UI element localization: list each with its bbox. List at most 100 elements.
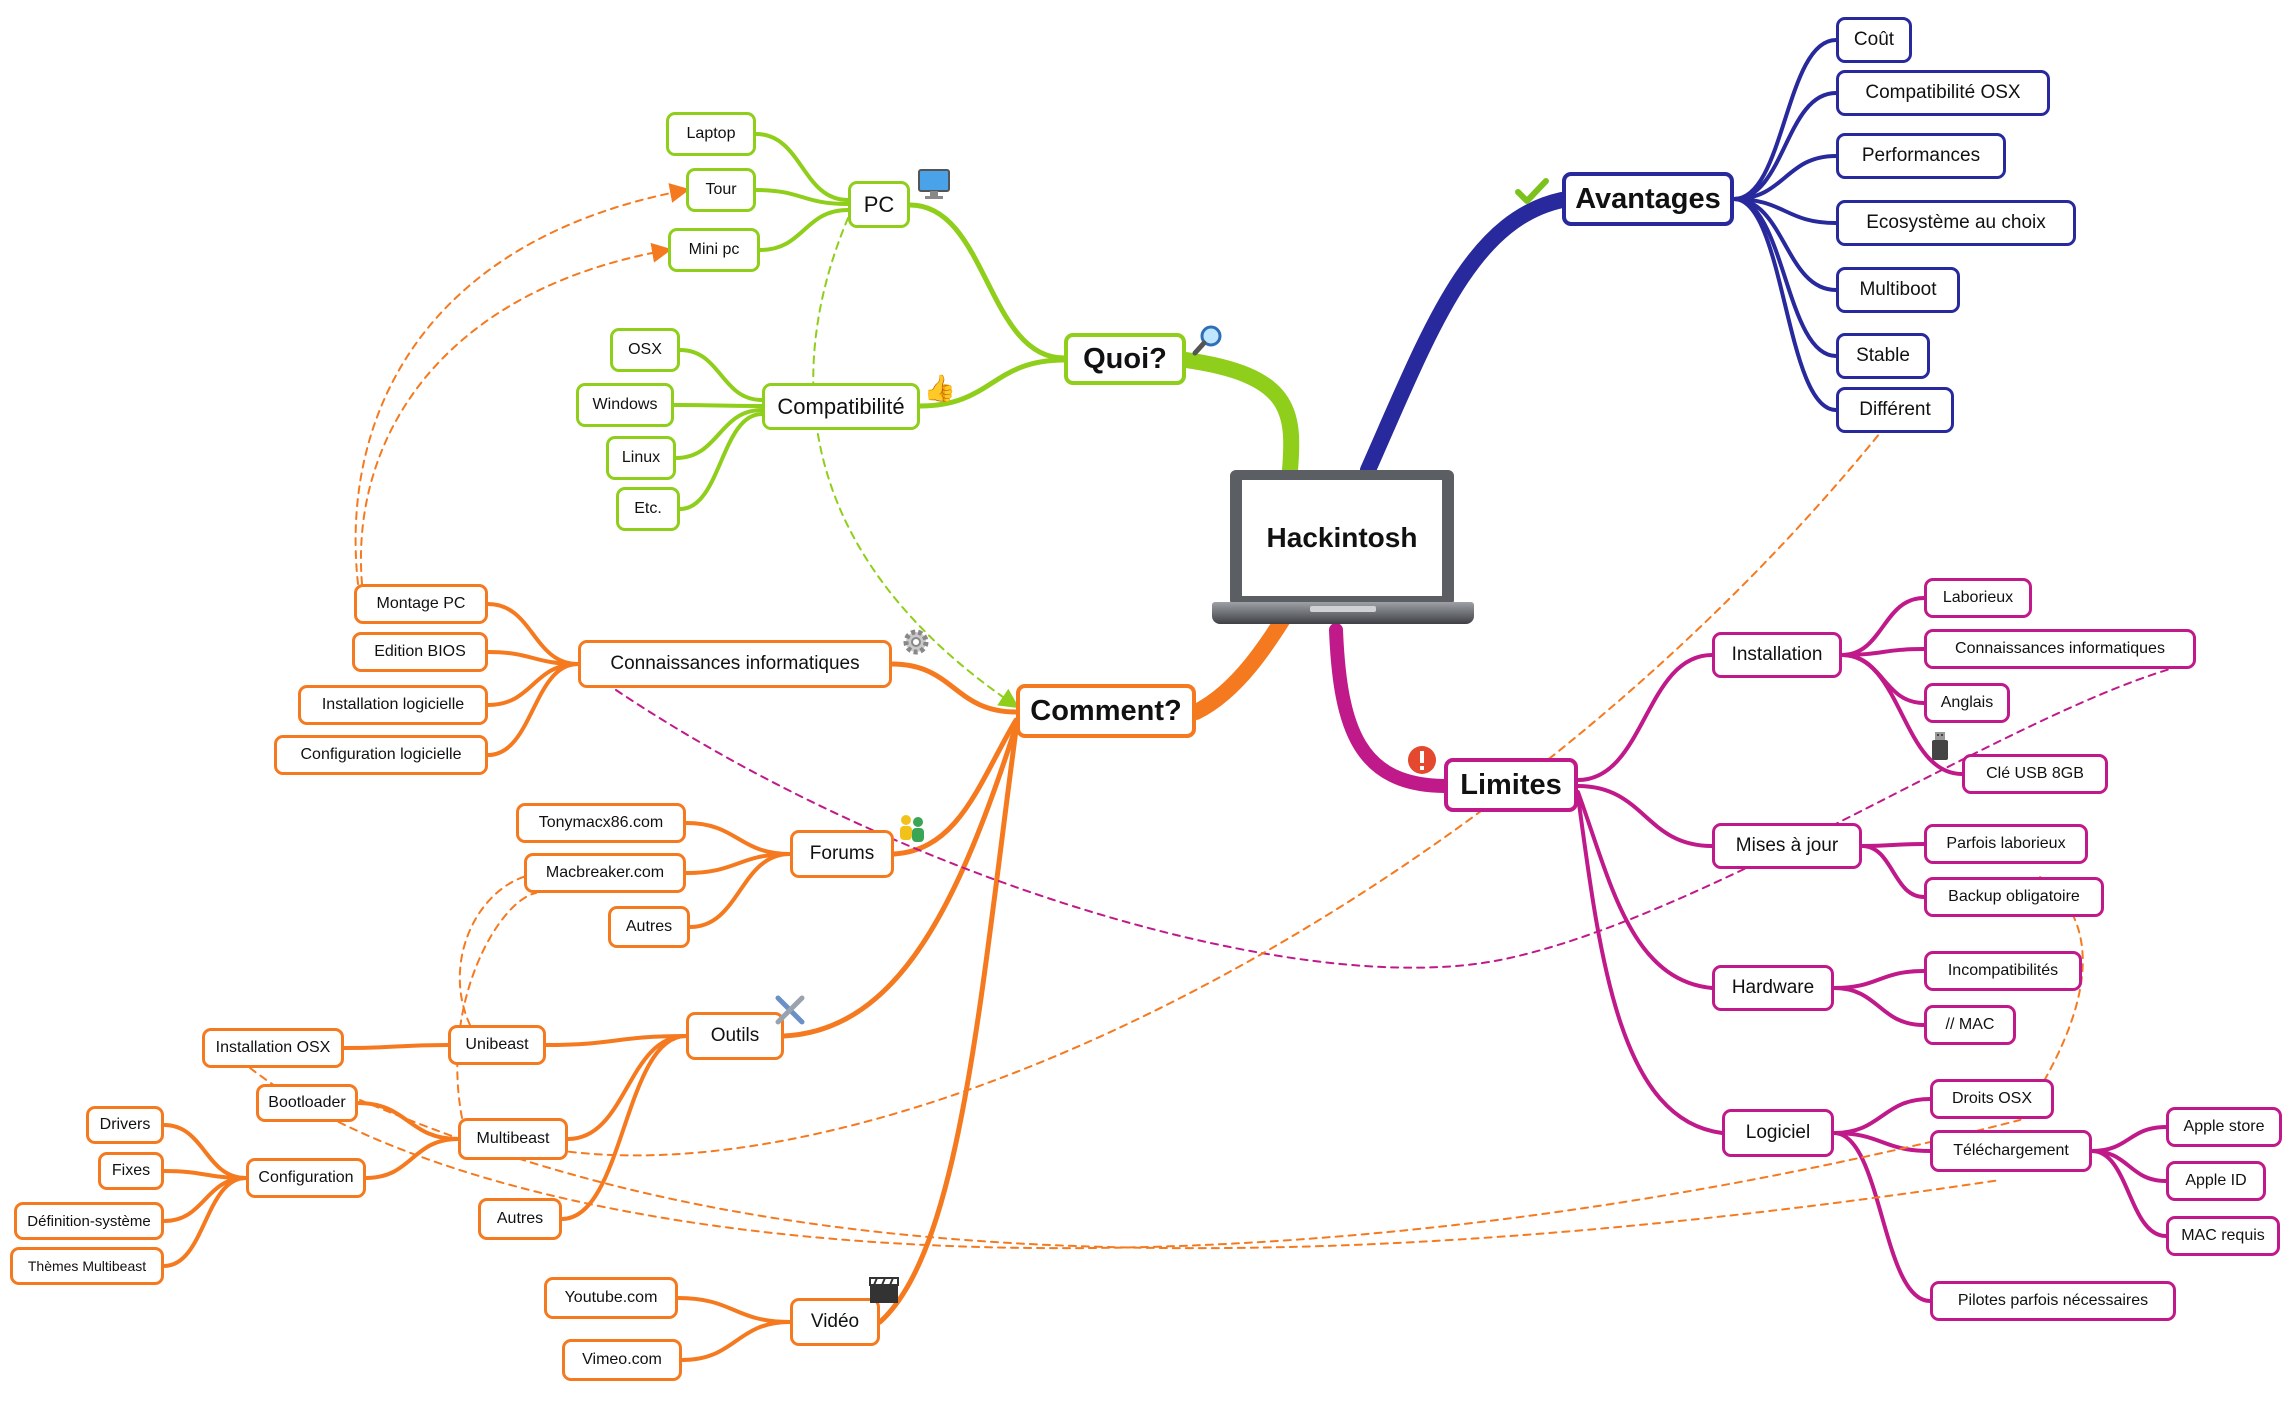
topic-laptop[interactable]: Laptop	[666, 112, 756, 156]
topic-pc[interactable]: PC	[848, 181, 910, 228]
link-compat-etc	[678, 412, 764, 511]
topic-compatibilite[interactable]: Compatibilité	[762, 383, 920, 430]
usb-key-icon	[1922, 728, 1958, 764]
topic-apple-store[interactable]: Apple store	[2166, 1107, 2282, 1147]
topic-cle-usb[interactable]: Clé USB 8GB	[1962, 754, 2108, 794]
topic-mac-comparison[interactable]: // MAC	[1924, 1005, 2016, 1045]
link-forums-tony	[684, 821, 792, 856]
topic-incompatibilites[interactable]: Incompatibilités	[1924, 951, 2082, 991]
link-tel-requis	[2090, 1149, 2168, 1238]
topic-multiboot[interactable]: Multiboot	[1836, 267, 1960, 313]
topic-installation-logicielle[interactable]: Installation logicielle	[298, 685, 488, 725]
topic-different[interactable]: Différent	[1836, 387, 1954, 433]
topic-tour[interactable]: Tour	[686, 168, 756, 212]
topic-hardware[interactable]: Hardware	[1712, 965, 1834, 1011]
topic-comment[interactable]: Comment?	[1016, 684, 1196, 738]
topic-video[interactable]: Vidéo	[790, 1298, 880, 1346]
link-multi-bootloader	[356, 1101, 460, 1141]
topic-cout[interactable]: Coût	[1836, 17, 1912, 63]
topic-themes-multibeast[interactable]: Thèmes Multibeast	[10, 1247, 164, 1285]
topic-limites[interactable]: Limites	[1444, 758, 1578, 812]
topic-youtube[interactable]: Youtube.com	[544, 1277, 678, 1319]
link-comment-outils	[781, 723, 1019, 1039]
topic-logiciel[interactable]: Logiciel	[1722, 1109, 1834, 1157]
topic-fixes[interactable]: Fixes	[98, 1152, 164, 1190]
topic-windows[interactable]: Windows	[576, 383, 674, 427]
monitor-icon	[916, 166, 952, 202]
topic-multibeast[interactable]: Multibeast	[458, 1118, 568, 1160]
gear-icon	[898, 624, 934, 660]
topic-pilotes[interactable]: Pilotes parfois nécessaires	[1930, 1281, 2176, 1321]
link-conn-config	[486, 662, 580, 757]
topic-outils-autres[interactable]: Autres	[478, 1198, 562, 1240]
link-forums-autres	[688, 852, 792, 929]
topic-telechargement[interactable]: Téléchargement	[1930, 1130, 2092, 1172]
topic-bootloader[interactable]: Bootloader	[256, 1084, 358, 1122]
topic-stable[interactable]: Stable	[1836, 333, 1930, 379]
link-log-telech	[1832, 1131, 1932, 1153]
clapperboard-icon	[866, 1272, 902, 1308]
link-multi-config	[364, 1137, 460, 1180]
topic-avantages[interactable]: Avantages	[1562, 172, 1734, 226]
topic-configuration-logicielle[interactable]: Configuration logicielle	[274, 735, 488, 775]
topic-drivers[interactable]: Drivers	[86, 1106, 164, 1144]
topic-macbreaker[interactable]: Macbreaker.com	[524, 853, 686, 893]
link-compat-linux	[674, 408, 764, 460]
topic-ecosysteme[interactable]: Ecosystème au choix	[1836, 200, 2076, 246]
link-inst-laborieux	[1840, 596, 1926, 657]
topic-tonymacx86[interactable]: Tonymacx86.com	[516, 803, 686, 843]
topic-parfois-laborieux[interactable]: Parfois laborieux	[1924, 824, 2088, 864]
link-av-compat	[1732, 91, 1838, 201]
topic-mises-a-jour[interactable]: Mises à jour	[1712, 823, 1862, 869]
topic-performances[interactable]: Performances	[1836, 133, 2006, 179]
link-outils-unibeast	[544, 1034, 688, 1047]
link-conn-bios	[486, 650, 580, 666]
topic-configuration[interactable]: Configuration	[246, 1158, 366, 1198]
topic-osx[interactable]: OSX	[610, 328, 680, 372]
relation-montage-tour	[354, 183, 690, 585]
topic-droits-osx[interactable]: Droits OSX	[1930, 1079, 2054, 1119]
topic-installation[interactable]: Installation	[1712, 632, 1842, 678]
topic-compatibilite-osx[interactable]: Compatibilité OSX	[1836, 70, 2050, 116]
topic-edition-bios[interactable]: Edition BIOS	[352, 632, 488, 672]
link-av-perf	[1732, 154, 1838, 201]
link-hw-mac	[1832, 986, 1926, 1027]
topic-backup-obligatoire[interactable]: Backup obligatoire	[1924, 877, 2104, 917]
link-hw-incompat	[1832, 969, 1926, 990]
topic-etc[interactable]: Etc.	[616, 487, 680, 531]
topic-anglais[interactable]: Anglais	[1924, 683, 2010, 723]
topic-quoi[interactable]: Quoi?	[1064, 333, 1186, 385]
topic-mini-pc[interactable]: Mini pc	[668, 228, 760, 272]
topic-unibeast[interactable]: Unibeast	[448, 1025, 546, 1065]
link-log-pilotes	[1832, 1131, 1932, 1303]
relation-multibeast-mac	[456, 892, 537, 1119]
link-unibeast-install	[342, 1043, 450, 1050]
link-tel-store	[2090, 1125, 2168, 1153]
topic-laborieux[interactable]: Laborieux	[1924, 578, 2032, 618]
topic-apple-id[interactable]: Apple ID	[2166, 1161, 2266, 1201]
topic-montage-pc[interactable]: Montage PC	[354, 584, 488, 624]
link-lim-installation	[1576, 653, 1714, 782]
central-topic-laptop[interactable]: Hackintosh	[1212, 470, 1474, 630]
topic-connaissances-informatiques[interactable]: Connaissances informatiques	[578, 640, 892, 688]
link-config-themes	[162, 1176, 248, 1268]
link-lim-mises	[1576, 784, 1714, 848]
branch-quoi	[1178, 352, 1300, 478]
topic-connaissances-informatiques-limite[interactable]: Connaissances informatiques	[1924, 629, 2196, 669]
relation-montage-minipc	[360, 242, 672, 585]
relation-pc-comment	[812, 217, 1020, 709]
topic-mac-requis[interactable]: MAC requis	[2166, 1216, 2280, 1256]
topic-linux[interactable]: Linux	[606, 436, 676, 480]
link-log-droits	[1832, 1097, 1932, 1135]
topic-definition-systeme[interactable]: Définition-système	[14, 1202, 164, 1240]
link-av-cout	[1732, 38, 1838, 201]
link-av-eco	[1732, 197, 1838, 225]
link-conn-montage	[486, 602, 580, 666]
link-conn-install	[486, 662, 580, 707]
topic-vimeo[interactable]: Vimeo.com	[562, 1339, 682, 1381]
topic-forums-autres[interactable]: Autres	[608, 906, 690, 948]
topic-forums[interactable]: Forums	[790, 830, 894, 878]
laptop-base	[1212, 602, 1474, 624]
topic-installation-osx[interactable]: Installation OSX	[202, 1028, 344, 1068]
topic-outils[interactable]: Outils	[686, 1012, 784, 1060]
